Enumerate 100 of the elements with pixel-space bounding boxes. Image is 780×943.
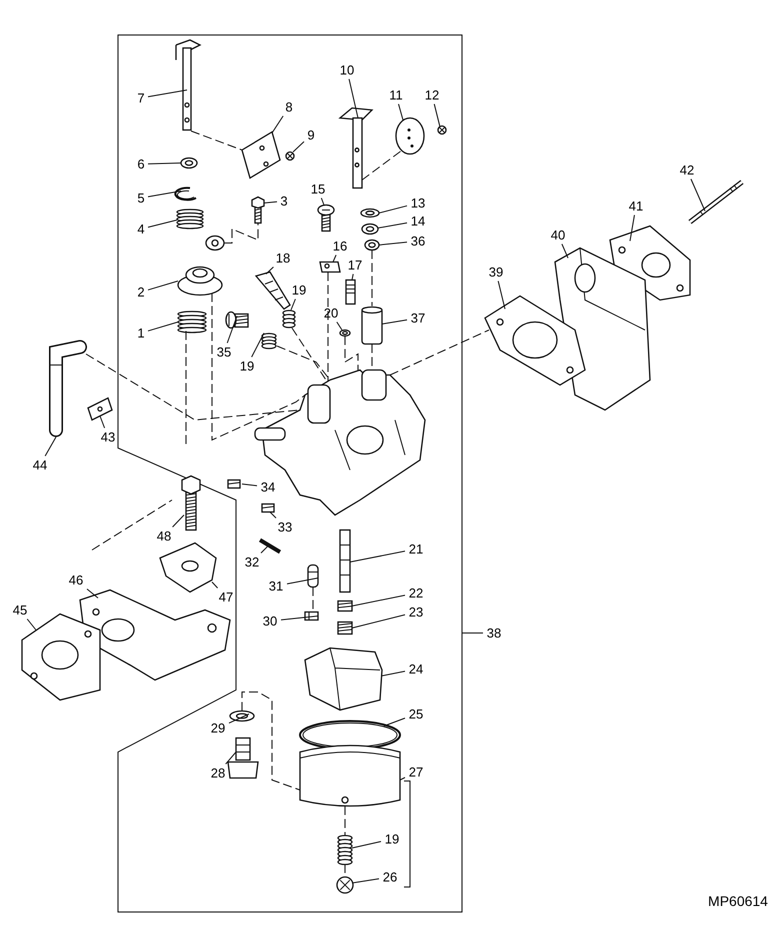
callout-number: 13: [410, 196, 426, 210]
leader-line: [270, 512, 276, 518]
leader-line: [290, 298, 296, 310]
leader-line: [690, 178, 706, 212]
callout-number: 38: [486, 626, 502, 640]
leader-line: [260, 546, 268, 554]
clamp-drawing: [87, 397, 113, 421]
callout-number: 24: [408, 662, 424, 676]
screw-drawing: [225, 311, 249, 329]
bolt-drawing: [227, 737, 259, 779]
jet-drawing: [337, 600, 353, 612]
jet-drawing: [337, 621, 353, 635]
callout-number: 1: [137, 326, 145, 340]
leader-line: [378, 205, 408, 214]
callout-number: 31: [268, 578, 284, 594]
callout-number: 45: [12, 602, 28, 618]
callout-number: 23: [408, 604, 424, 620]
seal-drawing: [364, 239, 380, 251]
callout-number: 15: [310, 182, 326, 196]
callout-number: 11: [389, 88, 403, 102]
leader-line: [100, 416, 106, 428]
leader-line: [320, 198, 324, 206]
bowl-drawing: [299, 744, 401, 807]
callout-number: 20: [324, 306, 338, 320]
leader-line: [398, 104, 404, 120]
callout-number: 39: [488, 264, 504, 280]
callout-number: 4: [137, 222, 145, 236]
callout-number: 35: [216, 344, 232, 360]
dashed-assembly-line: [362, 150, 402, 180]
leader-line: [242, 484, 258, 486]
dashed-assembly-line: [224, 222, 258, 244]
leader-line: [462, 632, 484, 634]
valve-drawing: [345, 279, 356, 305]
dashed-assembly-line: [344, 336, 358, 372]
gasket-drawing: [484, 295, 586, 386]
bracket-drawing: [159, 542, 217, 593]
callout-number: 44: [32, 458, 48, 472]
leader-line: [350, 550, 406, 562]
clip-drawing: [174, 186, 196, 201]
leader-line: [172, 514, 184, 528]
dashed-assembly-line: [344, 806, 346, 836]
leader-line: [148, 322, 178, 332]
callout-number: 18: [276, 250, 290, 266]
leader-line: [264, 201, 278, 204]
callout-number: 42: [680, 162, 694, 178]
leader-line: [352, 840, 382, 848]
gasket-drawing: [21, 613, 101, 701]
callout-number: 3: [280, 194, 288, 208]
callout-number: 32: [244, 554, 260, 570]
needle-drawing: [307, 564, 319, 588]
callout-number: 40: [550, 228, 566, 242]
figure-code: MP60614: [708, 893, 768, 909]
leader-line: [225, 752, 236, 764]
callout-number: 46: [68, 572, 84, 588]
dashed-assembly-line: [190, 130, 242, 150]
screw-drawing: [437, 125, 447, 135]
callout-number: 43: [100, 430, 116, 444]
stud-drawing: [688, 180, 744, 224]
callout-number: 26: [382, 870, 398, 884]
leader-line: [384, 718, 406, 726]
callout-number: 27: [408, 764, 424, 780]
callout-number: 34: [260, 480, 276, 494]
callout-number: 14: [410, 214, 426, 228]
callout-number: 2: [137, 284, 145, 300]
leader-line: [352, 274, 354, 280]
screw-drawing: [251, 196, 265, 224]
leader-line: [212, 582, 218, 588]
leader-line: [382, 319, 408, 324]
o-ring-drawing: [339, 329, 351, 337]
leader-line: [498, 280, 506, 310]
callout-number: 16: [332, 238, 348, 254]
disc-drawing: [395, 117, 425, 155]
spring-drawing: [337, 834, 353, 866]
leader-line: [272, 116, 284, 134]
leader-line: [352, 614, 406, 628]
callout-number: 8: [285, 100, 293, 114]
float-drawing: [304, 647, 383, 711]
shaft-drawing: [175, 39, 202, 131]
screw-drawing: [181, 475, 201, 531]
callout-number: 47: [218, 590, 234, 604]
screw-drawing: [285, 151, 295, 161]
leader-line: [44, 436, 56, 456]
leader-line: [148, 220, 178, 228]
leader-line: [148, 162, 182, 164]
callout-number: 17: [348, 258, 362, 272]
leader-line: [148, 280, 178, 290]
callout-number: 41: [628, 198, 644, 214]
leader-line: [280, 616, 318, 620]
leader-line: [561, 244, 568, 258]
leader-line: [378, 222, 408, 228]
plug-drawing: [261, 503, 275, 513]
spring-drawing: [261, 332, 277, 350]
callout-number: 30: [262, 614, 278, 628]
dashed-assembly-line: [390, 330, 490, 376]
callout-number: 6: [137, 156, 145, 172]
leader-line: [251, 332, 264, 358]
leader-line: [434, 104, 440, 128]
leader-line: [266, 266, 274, 274]
callout-number: 10: [340, 62, 354, 78]
carburetor-body-drawing: [254, 369, 426, 516]
